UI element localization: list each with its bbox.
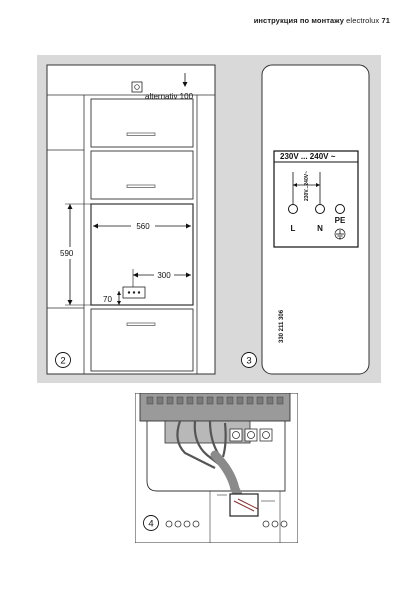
figure-number: 4 bbox=[148, 519, 153, 530]
header-brand: electrolux bbox=[346, 16, 380, 25]
terminal-n-icon bbox=[315, 204, 325, 214]
connection-figure: 4 bbox=[134, 392, 299, 544]
strain-relief-clamp bbox=[229, 493, 259, 517]
dim-width: 560 bbox=[136, 222, 150, 231]
ground-icon bbox=[334, 228, 346, 240]
vent-holes bbox=[165, 520, 288, 528]
terminal-l-label: L bbox=[291, 224, 296, 233]
drawer-bottom bbox=[90, 308, 194, 372]
socket-alternative-icon bbox=[131, 81, 143, 93]
drawer-top bbox=[90, 98, 194, 148]
drawer-middle bbox=[90, 150, 194, 200]
dim-socket-y: 70 bbox=[103, 295, 112, 304]
figure-number-badge bbox=[55, 352, 71, 368]
dim-height: 590 bbox=[60, 249, 74, 258]
dim-socket-x: 300 bbox=[157, 271, 171, 280]
figure-number-badge bbox=[143, 515, 159, 531]
terminal-label-figure: 230V ... 240V ~ 230V...240V~ L N PE bbox=[241, 64, 370, 375]
screw-terminals bbox=[229, 428, 273, 442]
terminal-pe-icon bbox=[335, 204, 345, 214]
part-number: 330 211 306 bbox=[279, 309, 285, 343]
figure-number-badge bbox=[241, 352, 257, 368]
terminal-pe-label: PE bbox=[335, 216, 346, 225]
figure-number: 3 bbox=[246, 356, 251, 367]
cable bbox=[210, 450, 248, 510]
page-number: 71 bbox=[381, 16, 390, 25]
header-title: инструкция по монтажу bbox=[253, 16, 344, 25]
figure-panel: alternativ 100 560 590 bbox=[37, 55, 381, 383]
terminal-l-icon bbox=[288, 204, 298, 214]
page-header: инструкция по монтажу electrolux 71 bbox=[254, 16, 390, 25]
voltage-label: 230V ... 240V ~ bbox=[280, 152, 336, 161]
alternative-label: alternativ 100 bbox=[145, 92, 194, 101]
terminal-box bbox=[273, 150, 359, 248]
figures-svg: alternativ 100 560 590 bbox=[46, 64, 370, 375]
terminal-n-label: N bbox=[317, 224, 323, 233]
connection-svg: 4 bbox=[134, 392, 299, 544]
voltage-bridge-label: 230V...240V~ bbox=[304, 171, 310, 201]
cabinet-figure: alternativ 100 560 590 bbox=[46, 64, 216, 375]
figure-number: 2 bbox=[60, 356, 65, 367]
